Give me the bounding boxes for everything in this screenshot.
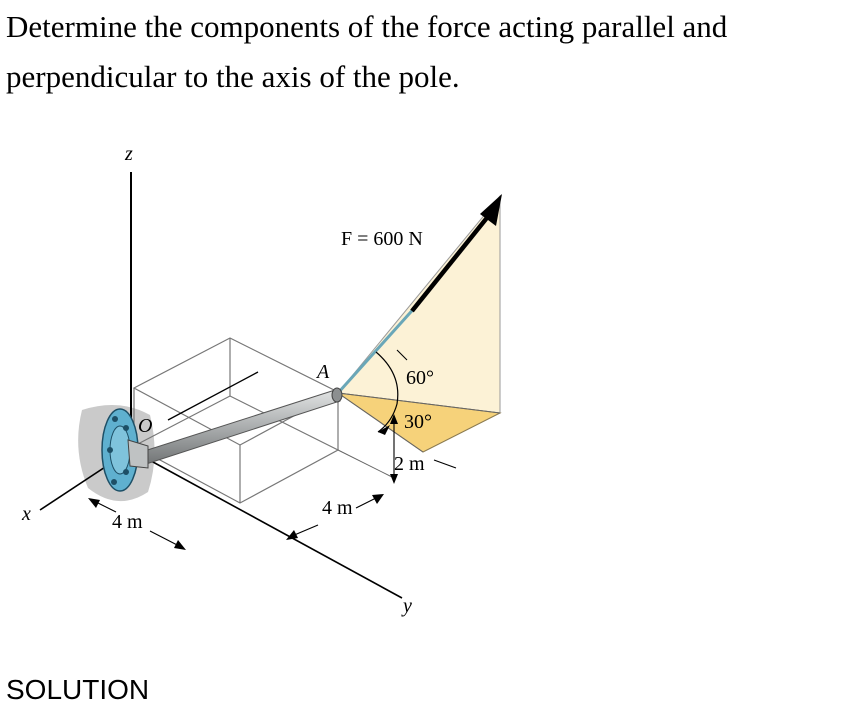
dimension-4m-y-label: 4 m — [322, 497, 353, 519]
angle-arc-30 — [377, 403, 398, 433]
problem-statement: Determine the components of the force ac… — [6, 9, 728, 94]
pole-tip — [331, 387, 343, 403]
x-axis-label: x — [21, 503, 31, 525]
force-label: F = 600 N — [341, 228, 423, 250]
z-axis-label: z — [124, 143, 133, 165]
dimension-4m-x-label: 4 m — [112, 511, 143, 533]
angle-60-label: 60° — [406, 367, 434, 389]
dimension-2m — [390, 414, 457, 484]
point-a-label: A — [315, 361, 330, 383]
pole — [134, 389, 341, 467]
force-arrow-shaft — [410, 212, 492, 313]
dimension-4m-y — [286, 494, 384, 540]
angle-30-label: 30° — [404, 411, 432, 433]
y-axis — [130, 449, 403, 599]
angle-arc-60 — [375, 351, 399, 405]
dimension-2m-label: 2 m — [394, 453, 425, 475]
y-axis-label: y — [401, 595, 412, 617]
wireframe-box — [132, 337, 340, 504]
flange-support — [101, 408, 149, 492]
force-line-thin — [336, 302, 420, 395]
solution-heading: SOLUTION — [6, 674, 150, 705]
point-o-label: O — [138, 415, 152, 437]
dimension-4m-x — [88, 498, 186, 550]
force-arrowhead — [480, 194, 502, 226]
